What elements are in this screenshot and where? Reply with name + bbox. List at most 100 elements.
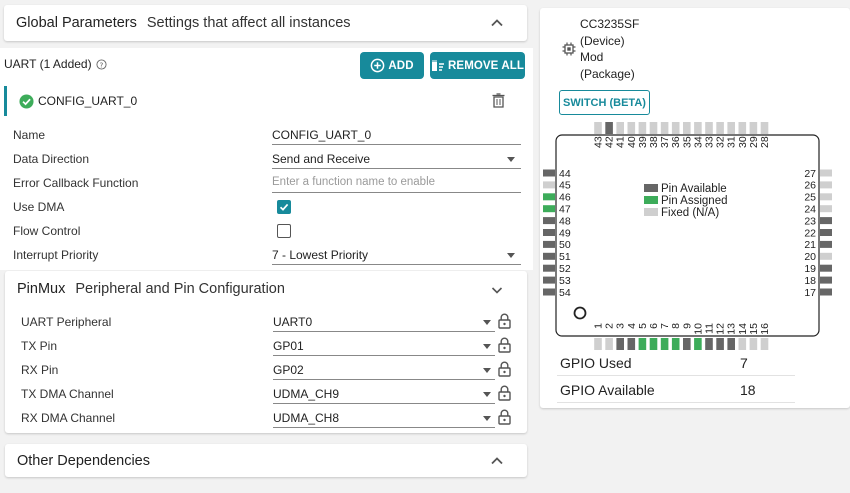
pin-47[interactable] <box>543 205 555 213</box>
pin-23[interactable] <box>820 217 832 225</box>
global-parameters-section[interactable]: Global Parameters Settings that affect a… <box>4 5 527 41</box>
pin-13[interactable] <box>727 338 735 350</box>
data-direction-value: Send and Receive <box>272 152 371 166</box>
switch-beta-button[interactable]: SWITCH (BETA) <box>559 90 650 115</box>
chevron-up-icon[interactable] <box>489 15 505 31</box>
pin-8[interactable] <box>671 338 680 350</box>
pin-40[interactable] <box>627 122 636 134</box>
pin-31[interactable] <box>727 122 735 134</box>
pin-46[interactable] <box>543 193 555 201</box>
pin-34[interactable] <box>694 122 702 134</box>
lock-icon[interactable] <box>498 337 511 353</box>
pinmux-header[interactable]: PinMux Peripheral and Pin Configuration <box>5 271 527 307</box>
pin-10[interactable] <box>694 338 702 350</box>
pin-41[interactable] <box>616 122 624 134</box>
add-button[interactable]: ADD <box>360 52 424 79</box>
pin-label: 4 <box>626 323 638 329</box>
error-callback-label: Error Callback Function <box>13 176 139 190</box>
pin-11[interactable] <box>705 338 713 350</box>
add-circle-icon <box>371 58 385 73</box>
pin-7[interactable] <box>660 338 669 350</box>
pin-45[interactable] <box>543 181 555 189</box>
lock-icon[interactable] <box>498 313 511 329</box>
pin-35[interactable] <box>683 122 691 134</box>
pin-25[interactable] <box>820 193 832 201</box>
pin-50[interactable] <box>543 240 555 248</box>
lock-icon[interactable] <box>498 385 511 401</box>
tx-pin-select[interactable]: GP01 <box>273 336 495 356</box>
flow-control-checkbox[interactable] <box>277 224 291 238</box>
pin-26[interactable] <box>820 181 832 189</box>
pin-27[interactable] <box>820 169 832 177</box>
lock-icon[interactable] <box>498 361 511 377</box>
dropdown-arrow-icon <box>507 157 515 162</box>
rx-dma-channel-select[interactable]: UDMA_CH8 <box>273 408 495 428</box>
pin-label: 6 <box>648 323 660 329</box>
pin-42[interactable] <box>605 122 613 134</box>
pin-9[interactable] <box>683 338 691 350</box>
pin-2[interactable] <box>605 338 613 350</box>
dropdown-arrow-icon <box>483 416 491 421</box>
pin-15[interactable] <box>749 338 758 350</box>
pin-22[interactable] <box>820 229 832 236</box>
uart-peripheral-select[interactable]: UART0 <box>273 312 495 332</box>
pin-53[interactable] <box>543 276 555 284</box>
pin-19[interactable] <box>820 264 832 272</box>
pin-label: 30 <box>737 136 749 148</box>
pin-51[interactable] <box>543 252 555 260</box>
pin-32[interactable] <box>716 122 724 134</box>
help-icon[interactable]: ? <box>96 58 107 70</box>
pin-3[interactable] <box>616 338 624 350</box>
tx-dma-channel-select[interactable]: UDMA_CH9 <box>273 384 495 404</box>
pin-18[interactable] <box>820 276 832 284</box>
chevron-up-icon[interactable] <box>489 453 505 469</box>
other-dependencies-section[interactable]: Other Dependencies <box>5 444 527 477</box>
pin-17[interactable] <box>820 288 832 296</box>
pin-20[interactable] <box>820 252 832 260</box>
legend-swatch <box>644 184 658 192</box>
chevron-down-icon[interactable] <box>489 282 505 298</box>
data-direction-select[interactable]: Send and Receive <box>272 150 521 169</box>
pin-label: 53 <box>559 275 571 287</box>
pin-39[interactable] <box>638 122 647 134</box>
pin-5[interactable] <box>638 338 647 350</box>
pin-43[interactable] <box>594 122 602 134</box>
svg-text:?: ? <box>99 60 103 69</box>
pin-24[interactable] <box>820 205 832 213</box>
pin-21[interactable] <box>820 240 832 248</box>
pin-12[interactable] <box>716 338 724 350</box>
instance-name: CONFIG_UART_0 <box>38 94 138 108</box>
uart-module-title: UART (1 Added) <box>4 57 92 71</box>
pin-14[interactable] <box>738 338 747 350</box>
rx-pin-select[interactable]: GP02 <box>273 360 495 380</box>
pin-1[interactable] <box>594 338 602 350</box>
pinmux-section: PinMux Peripheral and Pin Configuration <box>5 271 527 433</box>
pin-28[interactable] <box>760 122 769 134</box>
pin-37[interactable] <box>660 122 669 134</box>
pin-6[interactable] <box>649 338 658 350</box>
instance-config-uart-0[interactable]: CONFIG_UART_0 <box>4 86 527 116</box>
pin-54[interactable] <box>543 288 555 296</box>
remove-all-button[interactable]: REMOVE ALL <box>430 52 525 79</box>
uart-peripheral-value: UART0 <box>273 315 313 329</box>
interrupt-priority-select[interactable]: 7 - Lowest Priority <box>272 246 521 265</box>
pin-30[interactable] <box>738 122 747 134</box>
pin-33[interactable] <box>705 122 713 134</box>
pin-44[interactable] <box>543 169 555 177</box>
name-input[interactable]: CONFIG_UART_0 <box>272 126 521 145</box>
pin-48[interactable] <box>543 217 555 225</box>
pin-52[interactable] <box>543 264 555 272</box>
pin-29[interactable] <box>749 122 758 134</box>
trash-icon[interactable] <box>492 93 505 108</box>
pin-36[interactable] <box>671 122 680 134</box>
name-label: Name <box>13 128 46 142</box>
lock-icon[interactable] <box>498 409 511 425</box>
use-dma-checkbox[interactable] <box>277 200 291 214</box>
pinmux-row: TX DMA Channel UDMA_CH9 <box>21 384 519 404</box>
pin-4[interactable] <box>627 338 636 350</box>
pin-16[interactable] <box>760 338 769 350</box>
error-callback-input[interactable]: Enter a function name to enable <box>272 174 521 193</box>
pinmux-row: UART Peripheral UART0 <box>21 312 519 332</box>
pin-38[interactable] <box>649 122 658 134</box>
pin-49[interactable] <box>543 229 555 236</box>
